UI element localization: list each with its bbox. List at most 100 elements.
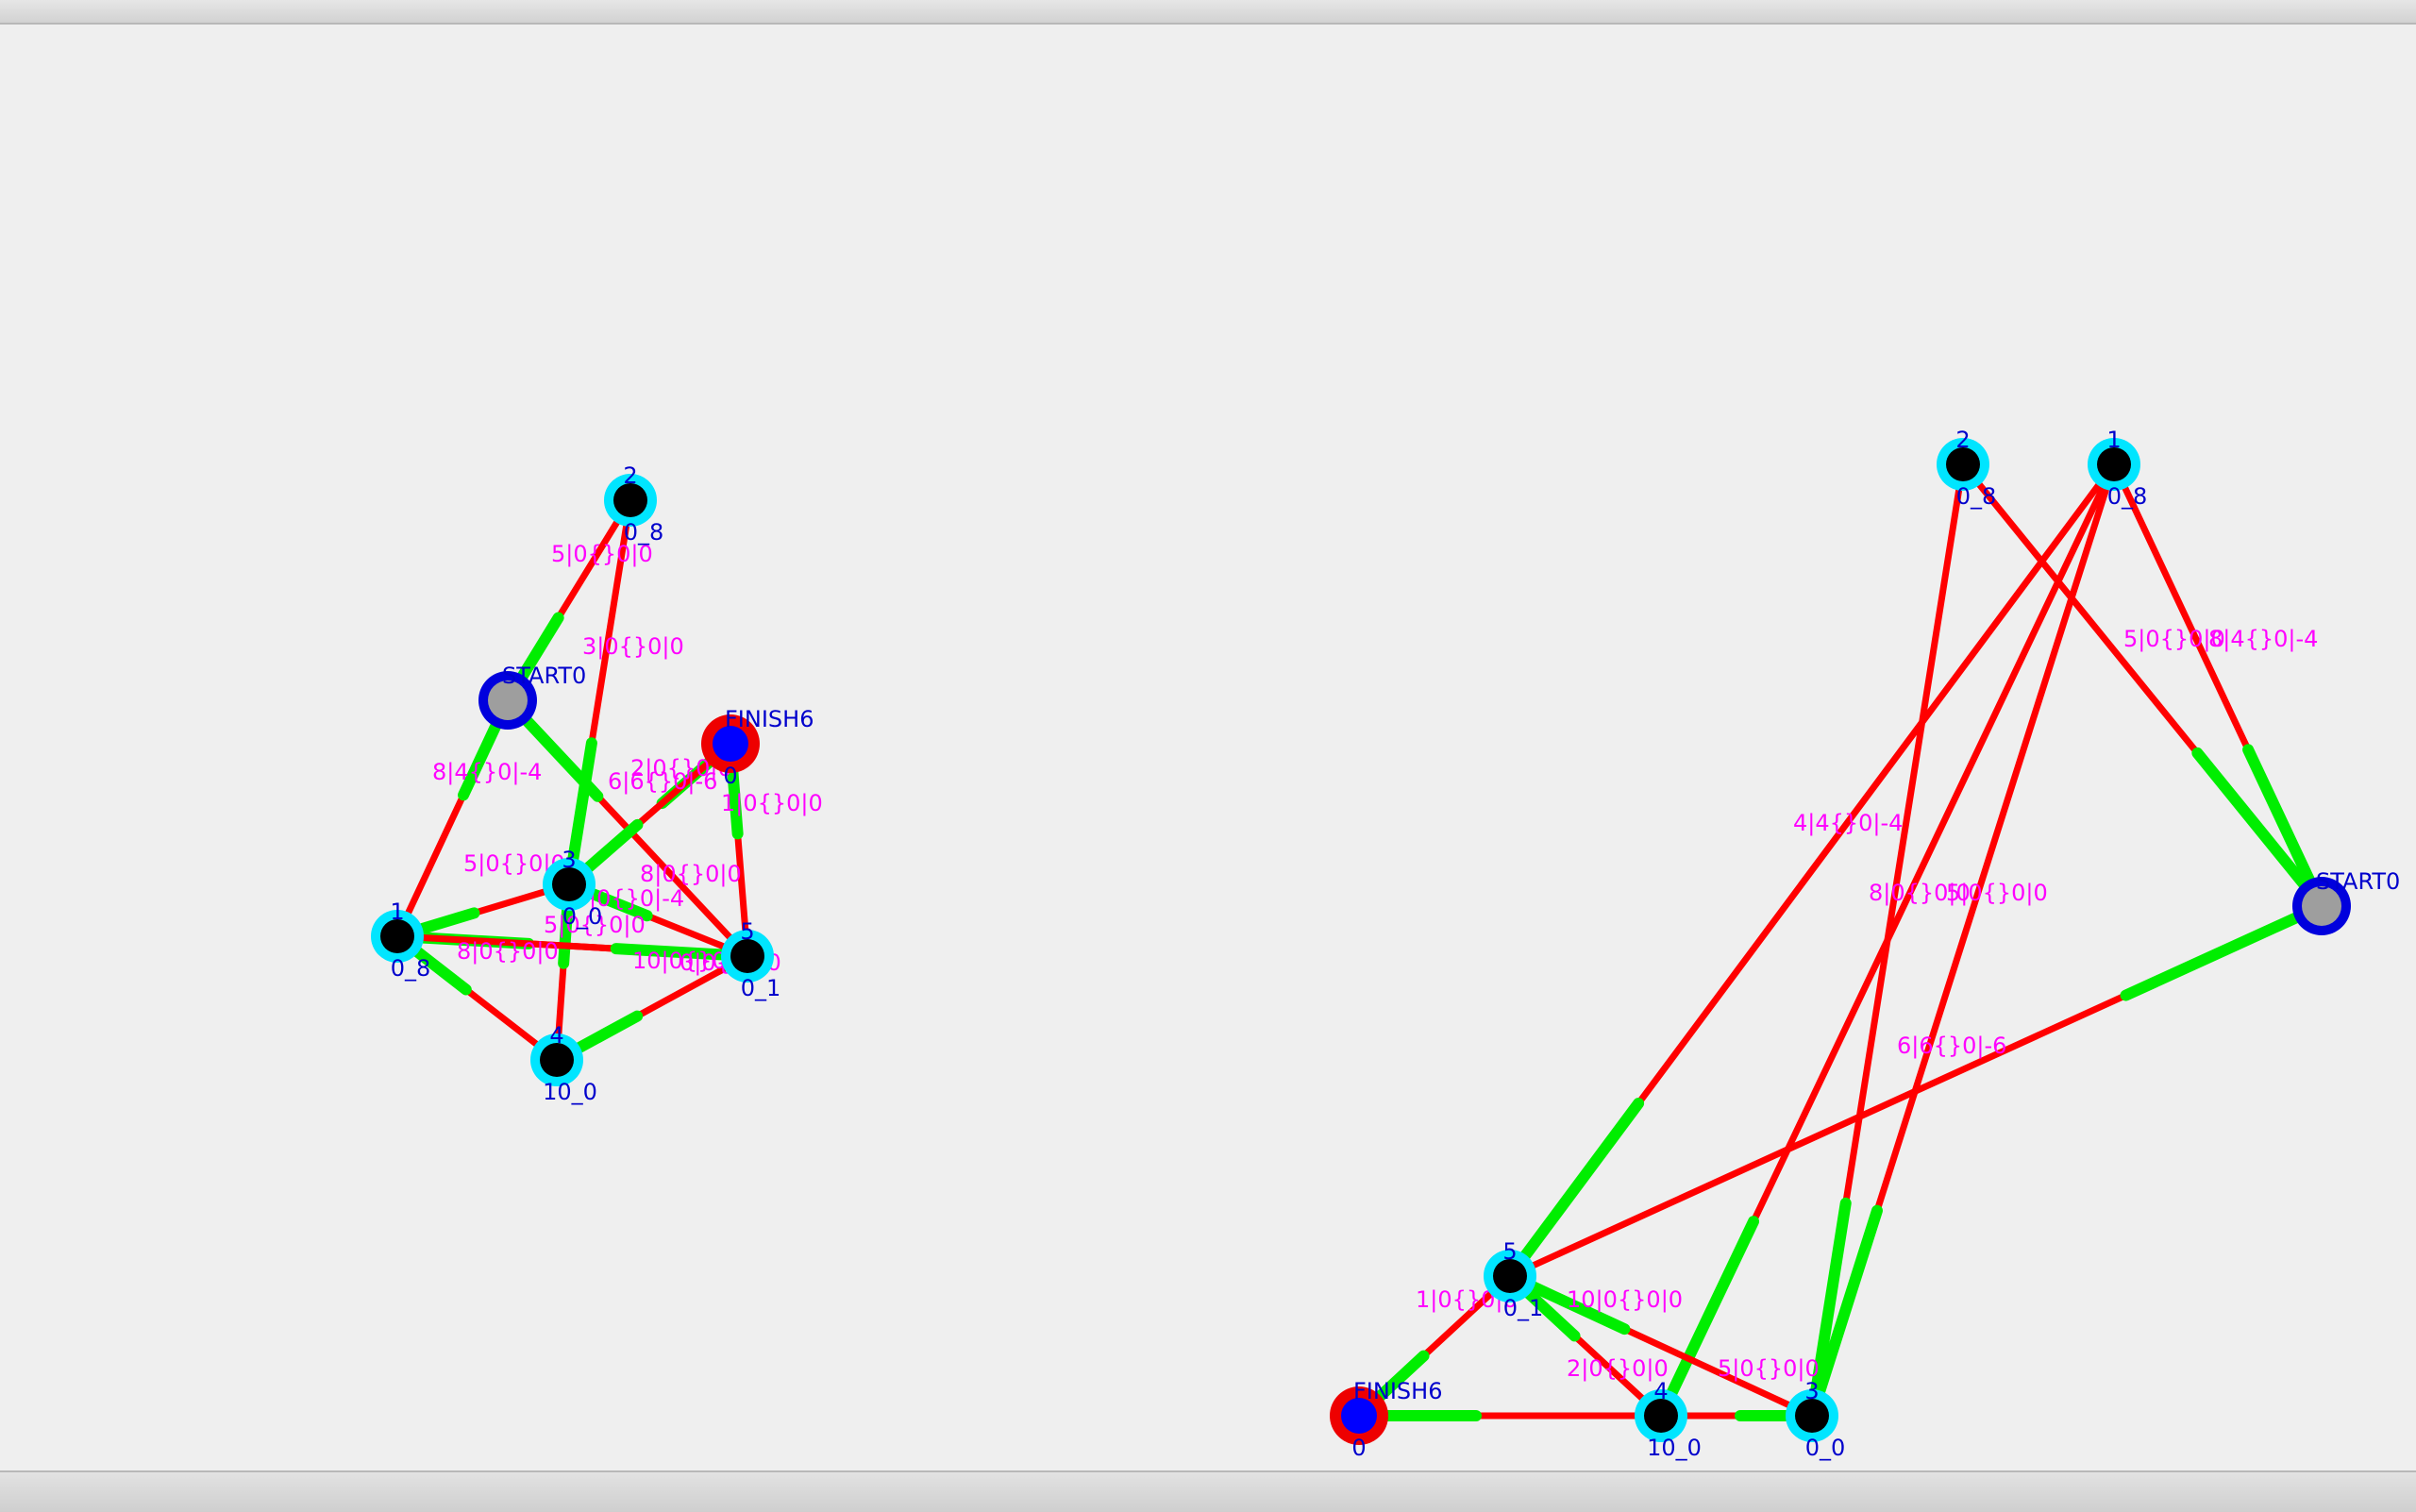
node-label: 3: [562, 847, 576, 873]
edge-direction-marker: [2191, 747, 2311, 892]
node-core: [1644, 1399, 1678, 1433]
node-label: 5: [740, 918, 754, 945]
edge-left-graph-n5-n1[interactable]: [394, 932, 751, 961]
edge-label: 6|6{}0|-6: [608, 768, 717, 795]
edge-direction-marker: [2242, 744, 2317, 888]
nodes-layer: 20_8START0FINISH6030_010_850_1410_020_81…: [371, 427, 2400, 1461]
node-label: 2: [623, 462, 637, 489]
node-right-graph-n5[interactable]: 5 0_1: [1484, 1238, 1543, 1321]
edge-right-graph-n5-n1[interactable]: [1506, 461, 2118, 1280]
edge-left-graph-n4-n5[interactable]: [553, 952, 751, 1064]
node-label: 4: [1653, 1378, 1668, 1404]
edge-right-graph-n3-n1[interactable]: [1808, 461, 2118, 1420]
edge-label: 10|0{}0|0: [1567, 1286, 1683, 1313]
node-label: 4: [549, 1022, 563, 1049]
node-label: START0: [2316, 868, 2400, 895]
edge-label: 5|0{}0|0: [544, 912, 646, 938]
node-core: [713, 726, 748, 762]
node-left-graph-n2[interactable]: 2 0_8: [604, 462, 663, 546]
edge-direction-marker: [587, 888, 653, 922]
edge-direction-marker: [1814, 1204, 1883, 1397]
edge-label: 5|0{}0|0: [1718, 1355, 1820, 1382]
edge-left-graph-n1-n3[interactable]: [394, 881, 573, 940]
edge-direction-marker: [2120, 911, 2304, 1001]
node-sublabel: 0_1: [1503, 1295, 1544, 1321]
node-core: [552, 867, 586, 901]
node-sublabel: 0_0: [562, 903, 603, 930]
edge-left-graph-start-n2[interactable]: [504, 496, 634, 704]
edge-direction-marker: [610, 943, 728, 961]
node-label: 2: [1955, 427, 1970, 453]
edge-left-graph-finish-n5[interactable]: [727, 740, 751, 960]
node-core: [730, 939, 764, 973]
edge-direction-marker: [1667, 1216, 1760, 1398]
node-left-graph-n3[interactable]: 3 0_0: [543, 847, 602, 930]
node-sublabel: 10_0: [1647, 1435, 1702, 1461]
edge-label: 6|6{}0|-6: [1897, 1033, 2006, 1059]
edge-direction-marker: [412, 947, 472, 996]
node-core: [380, 919, 414, 953]
edge-label: 5|0{}0|0: [2123, 626, 2225, 652]
node-core: [1341, 1398, 1377, 1434]
node-label: 5: [1502, 1238, 1517, 1265]
edge-right-graph-start-n2[interactable]: [1959, 461, 2325, 910]
edge-label: 8|0{}0|0: [457, 938, 559, 965]
edge-left-graph-n3-n5[interactable]: [565, 881, 751, 960]
edge-label: 5|0{}0|0: [1946, 880, 2048, 906]
node-sublabel: 0_8: [2107, 483, 2148, 510]
edge-left-graph-n1-n4[interactable]: [394, 932, 561, 1064]
node-left-graph-n4[interactable]: 4 10_0: [530, 1022, 597, 1105]
node-sublabel: 0_8: [1956, 483, 1997, 510]
edge-direction-marker: [515, 612, 564, 684]
node-label: FINISH6: [1353, 1378, 1442, 1404]
edge-label: |0{}0|-4: [589, 885, 684, 912]
edge-label: 5|0{}0|0: [551, 541, 653, 567]
edge-right-graph-n5-n4[interactable]: [1506, 1272, 1665, 1420]
edge-direction-marker: [574, 1010, 644, 1053]
node-core: [1493, 1259, 1527, 1293]
node-core: [488, 680, 528, 720]
node-left-graph-finish[interactable]: FINISH6 0: [701, 706, 814, 789]
node-core: [2097, 447, 2131, 481]
node-label: FINISH6: [725, 706, 814, 732]
node-right-graph-n4[interactable]: 4 10_0: [1635, 1378, 1702, 1461]
edge-direction-marker: [583, 818, 644, 873]
node-right-graph-n1[interactable]: 1 0_8: [2088, 427, 2147, 510]
edge-right-graph-start-n1[interactable]: [2110, 461, 2325, 910]
edges-layer: [394, 461, 2325, 1421]
node-right-graph-n3[interactable]: 3 0_0: [1786, 1378, 1845, 1461]
node-left-graph-start[interactable]: START0: [478, 663, 586, 730]
edge-right-graph-start-n5[interactable]: [1506, 902, 2325, 1280]
edge-direction-marker: [1372, 1350, 1430, 1403]
node-sublabel: 10_0: [543, 1079, 597, 1105]
node-sublabel: 0_1: [741, 975, 781, 1001]
edge-left-graph-n3-n4[interactable]: [553, 881, 574, 1064]
edge-right-graph-n5-n3[interactable]: [1506, 1272, 1816, 1420]
edge-direction-marker: [567, 737, 597, 865]
node-right-graph-n2[interactable]: 2 0_8: [1937, 427, 1996, 510]
edge-label: 8|4{}0|-4: [432, 759, 542, 785]
edge-left-graph-n3-n2[interactable]: [565, 496, 634, 888]
node-sublabel: 0: [723, 763, 737, 789]
edge-label: 4|4{}0|-4: [1793, 810, 1903, 836]
node-right-graph-start[interactable]: START0: [2292, 868, 2400, 935]
edge-direction-marker: [1523, 1288, 1581, 1342]
node-label: 3: [1804, 1378, 1819, 1404]
node-label: 1: [2106, 427, 2121, 453]
node-core: [1946, 447, 1980, 481]
node-sublabel: 0_8: [624, 519, 664, 546]
node-left-graph-n1[interactable]: 10_8: [371, 899, 430, 982]
node-core: [540, 1043, 574, 1077]
node-sublabel: 0_0: [1805, 1435, 1846, 1461]
edge-left-graph-start-n1[interactable]: [394, 697, 512, 940]
window-top-bar: [0, 0, 2416, 25]
edge-direction-marker: [1528, 1281, 1631, 1336]
node-left-graph-n5[interactable]: 5 0_1: [721, 918, 780, 1001]
edge-label: 2|0{}0|0: [1567, 1355, 1669, 1382]
edge-label: 8|0{}0|0: [1869, 880, 1971, 906]
edge-right-graph-n4-n1[interactable]: [1657, 461, 2118, 1420]
edge-right-graph-finish-n5[interactable]: [1355, 1272, 1514, 1420]
edge-left-graph-n3-finish[interactable]: [565, 740, 734, 888]
